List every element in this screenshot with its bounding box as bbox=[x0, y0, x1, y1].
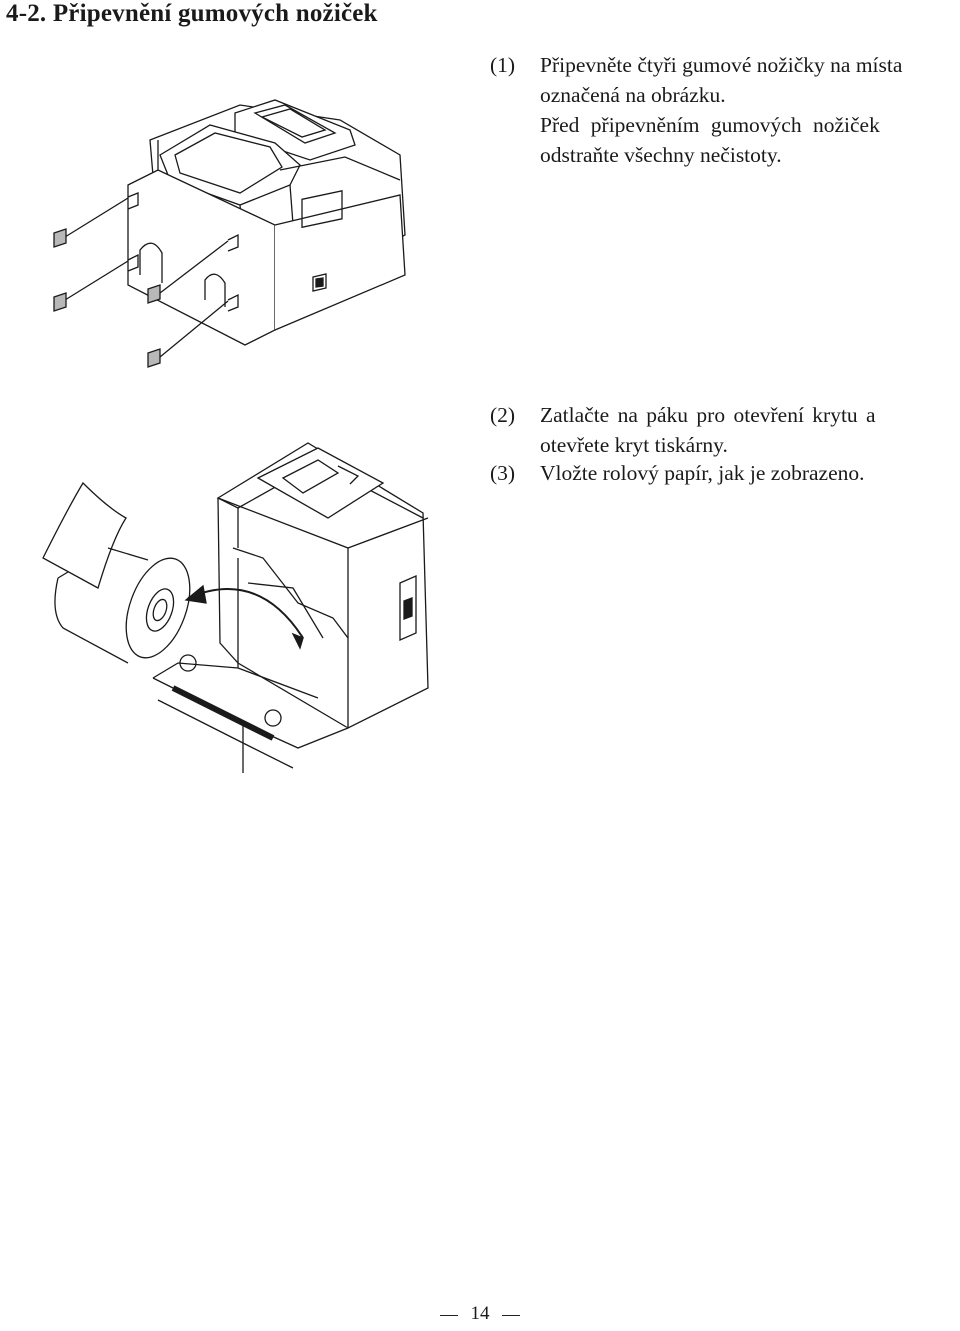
section-heading: 4-2. Připevnění gumových nožiček bbox=[6, 0, 378, 27]
page-footer: 14 bbox=[440, 1303, 520, 1331]
footer-dash-left bbox=[440, 1315, 458, 1316]
step-2-line-1: Zatlačte na páku pro otevření krytu a bbox=[540, 403, 876, 427]
step-1-number: (1) bbox=[490, 53, 516, 77]
step-2-line-2: otevřete kryt tiskárny. bbox=[540, 433, 728, 457]
step-1-line-4: odstraňte všechny nečistoty. bbox=[540, 143, 782, 167]
step-3: (3) Vložte rolový papír, jak je zobrazen… bbox=[490, 458, 960, 490]
step-1-line-2: označená na obrázku. bbox=[540, 83, 726, 107]
printer-paper-roll-illustration bbox=[38, 438, 438, 778]
step-2-number: (2) bbox=[490, 403, 516, 427]
step-3-number: (3) bbox=[490, 461, 516, 485]
footer-dash-right bbox=[502, 1315, 520, 1316]
step-1-line-3: Před připevněním gumových nožiček bbox=[540, 113, 880, 137]
step-1-line-1: Připevněte čtyři gumové nožičky na místa bbox=[540, 53, 903, 77]
step-2: (2) Zatlačte na páku pro otevření krytu … bbox=[490, 400, 960, 462]
step-1: (1) Připevněte čtyři gumové nožičky na m… bbox=[490, 50, 960, 172]
step-3-line-1: Vložte rolový papír, jak je zobrazeno. bbox=[540, 461, 865, 485]
page-number: 14 bbox=[470, 1303, 490, 1324]
printer-rubber-feet-illustration bbox=[40, 85, 420, 385]
